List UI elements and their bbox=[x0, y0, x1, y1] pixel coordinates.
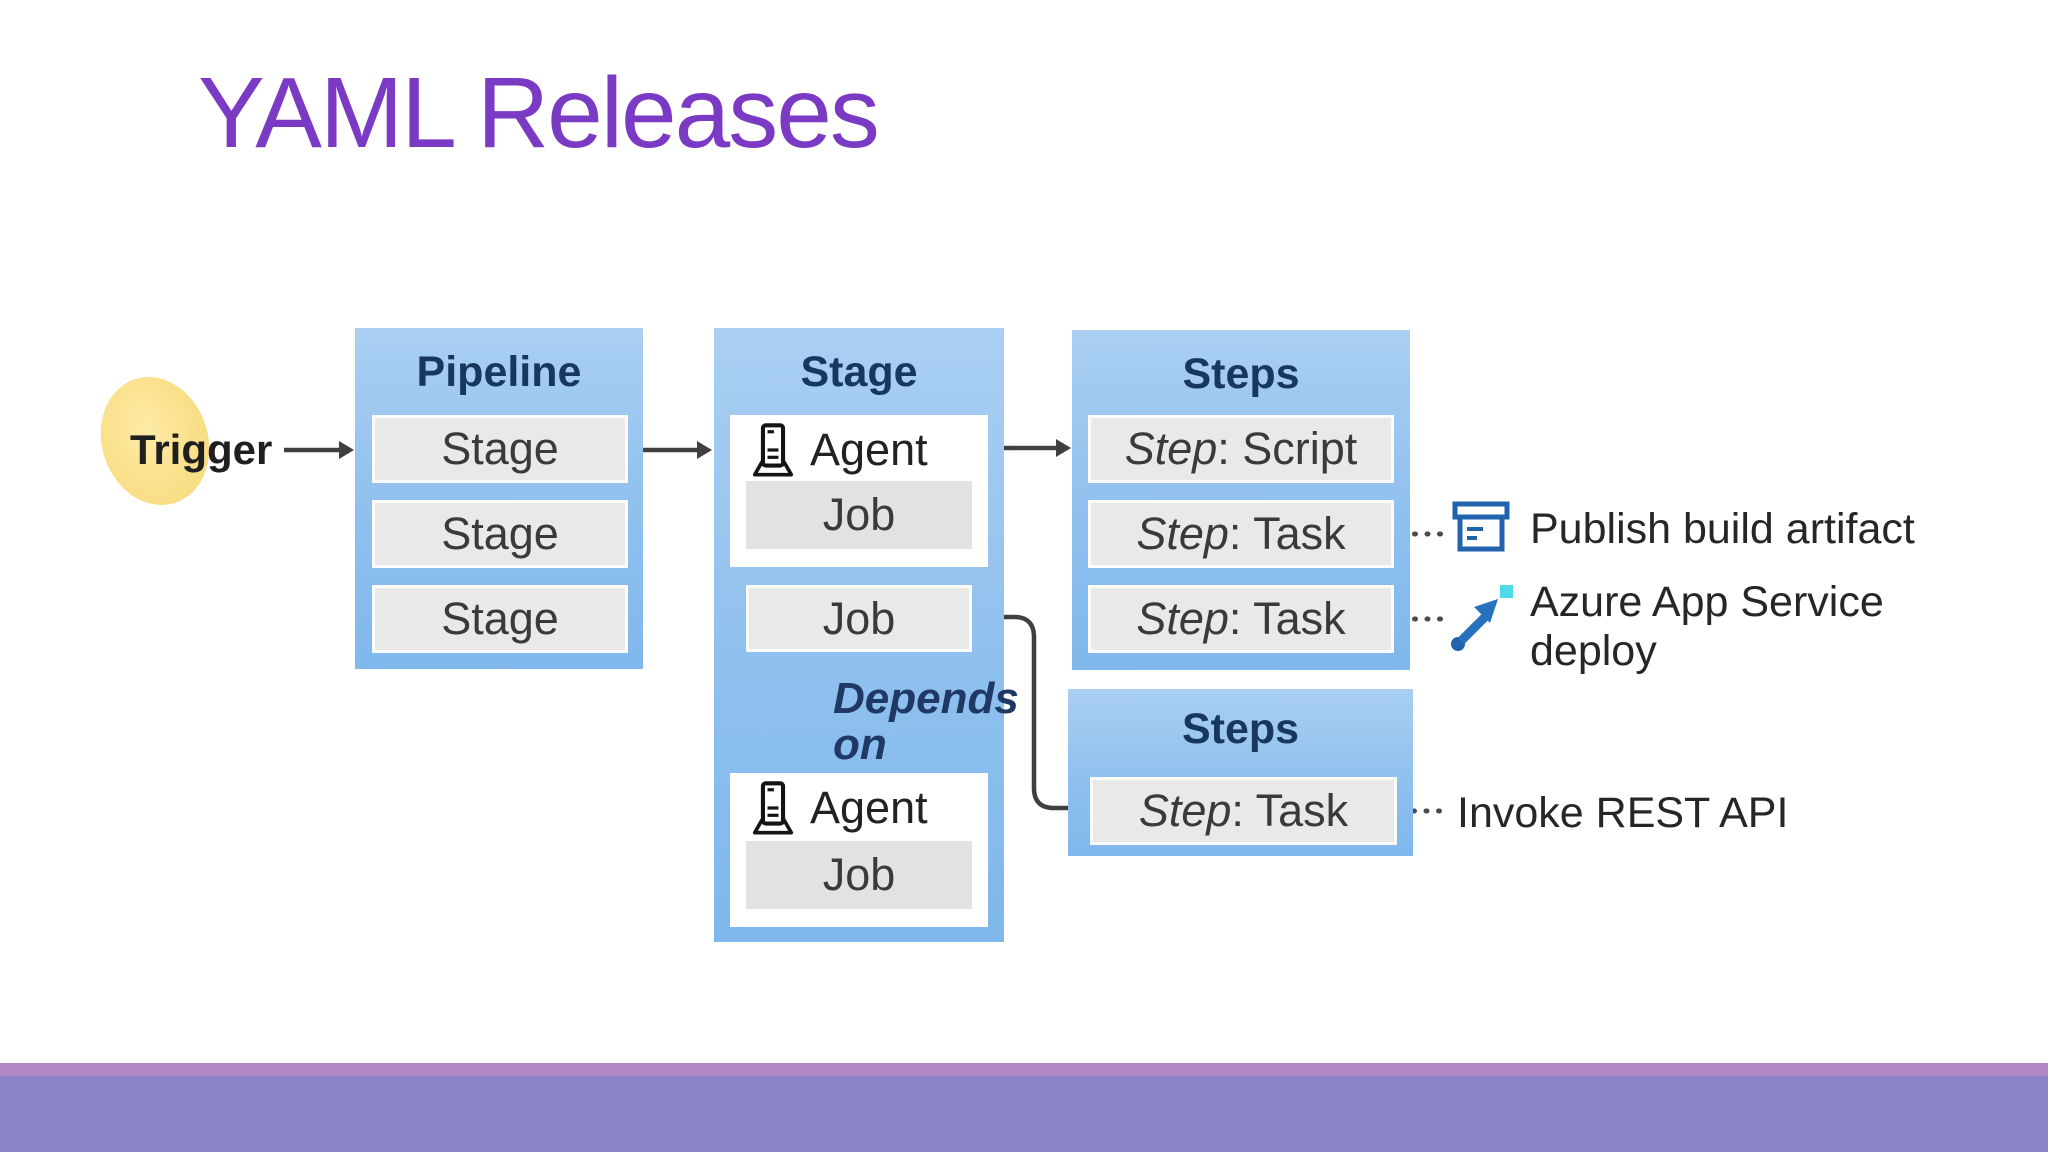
trigger-arrowhead-icon bbox=[339, 441, 354, 459]
stage-box-header: Stage bbox=[800, 348, 918, 396]
archive-box-icon bbox=[1452, 501, 1510, 552]
steps-box-header: Steps bbox=[1181, 705, 1300, 753]
agent-label: Agent bbox=[810, 424, 928, 475]
step-script-item: Step: Script bbox=[1088, 415, 1394, 483]
agent-label: Agent bbox=[810, 782, 928, 833]
steps-box-primary: Steps Step: Script Step: Task Step: Task bbox=[1072, 330, 1410, 670]
steps-box-header: Steps bbox=[1182, 350, 1300, 398]
job-item-standalone: Job bbox=[746, 585, 972, 652]
agent-job-group-2: Agent Job bbox=[730, 773, 988, 927]
stage-arrowhead-icon bbox=[1056, 439, 1071, 457]
agent-row: Agent bbox=[752, 421, 928, 479]
job-item: Job bbox=[746, 481, 972, 549]
pipeline-stage-item: Stage bbox=[372, 415, 628, 483]
pipeline-box-header: Pipeline bbox=[416, 348, 582, 396]
job-item: Job bbox=[746, 841, 972, 909]
agent-icon bbox=[752, 423, 794, 477]
pipeline-stage-item: Stage bbox=[372, 585, 628, 653]
pipeline-arrowhead-icon bbox=[697, 441, 712, 459]
agent-icon bbox=[752, 781, 794, 835]
publish-build-artifact-label: Publish build artifact bbox=[1530, 505, 1915, 553]
agent-job-group-1: Agent Job bbox=[730, 415, 988, 567]
step-task-item: Step: Task bbox=[1088, 585, 1394, 653]
stage-box: Stage Agent Job Job bbox=[714, 328, 1004, 942]
pipeline-stage-item: Stage bbox=[372, 500, 628, 568]
page-title: YAML Releases bbox=[198, 57, 880, 169]
agent-row: Agent bbox=[752, 779, 928, 837]
deploy-arrow-icon bbox=[1451, 585, 1513, 651]
footer-bar bbox=[0, 1076, 2048, 1152]
footer-accent-strip bbox=[0, 1063, 2048, 1076]
step-task-item: Step: Task bbox=[1088, 500, 1394, 568]
azure-app-service-deploy-label: Azure App Service deploy bbox=[1530, 578, 1884, 675]
pipeline-box: Pipeline Stage Stage Stage bbox=[355, 328, 643, 669]
depends-on-label: Depends on bbox=[833, 674, 1019, 769]
step-task-item: Step: Task bbox=[1090, 777, 1397, 845]
invoke-rest-api-label: Invoke REST API bbox=[1457, 789, 1789, 837]
steps-box-secondary: Steps Step: Task bbox=[1068, 689, 1413, 856]
trigger-label: Trigger bbox=[130, 426, 273, 473]
